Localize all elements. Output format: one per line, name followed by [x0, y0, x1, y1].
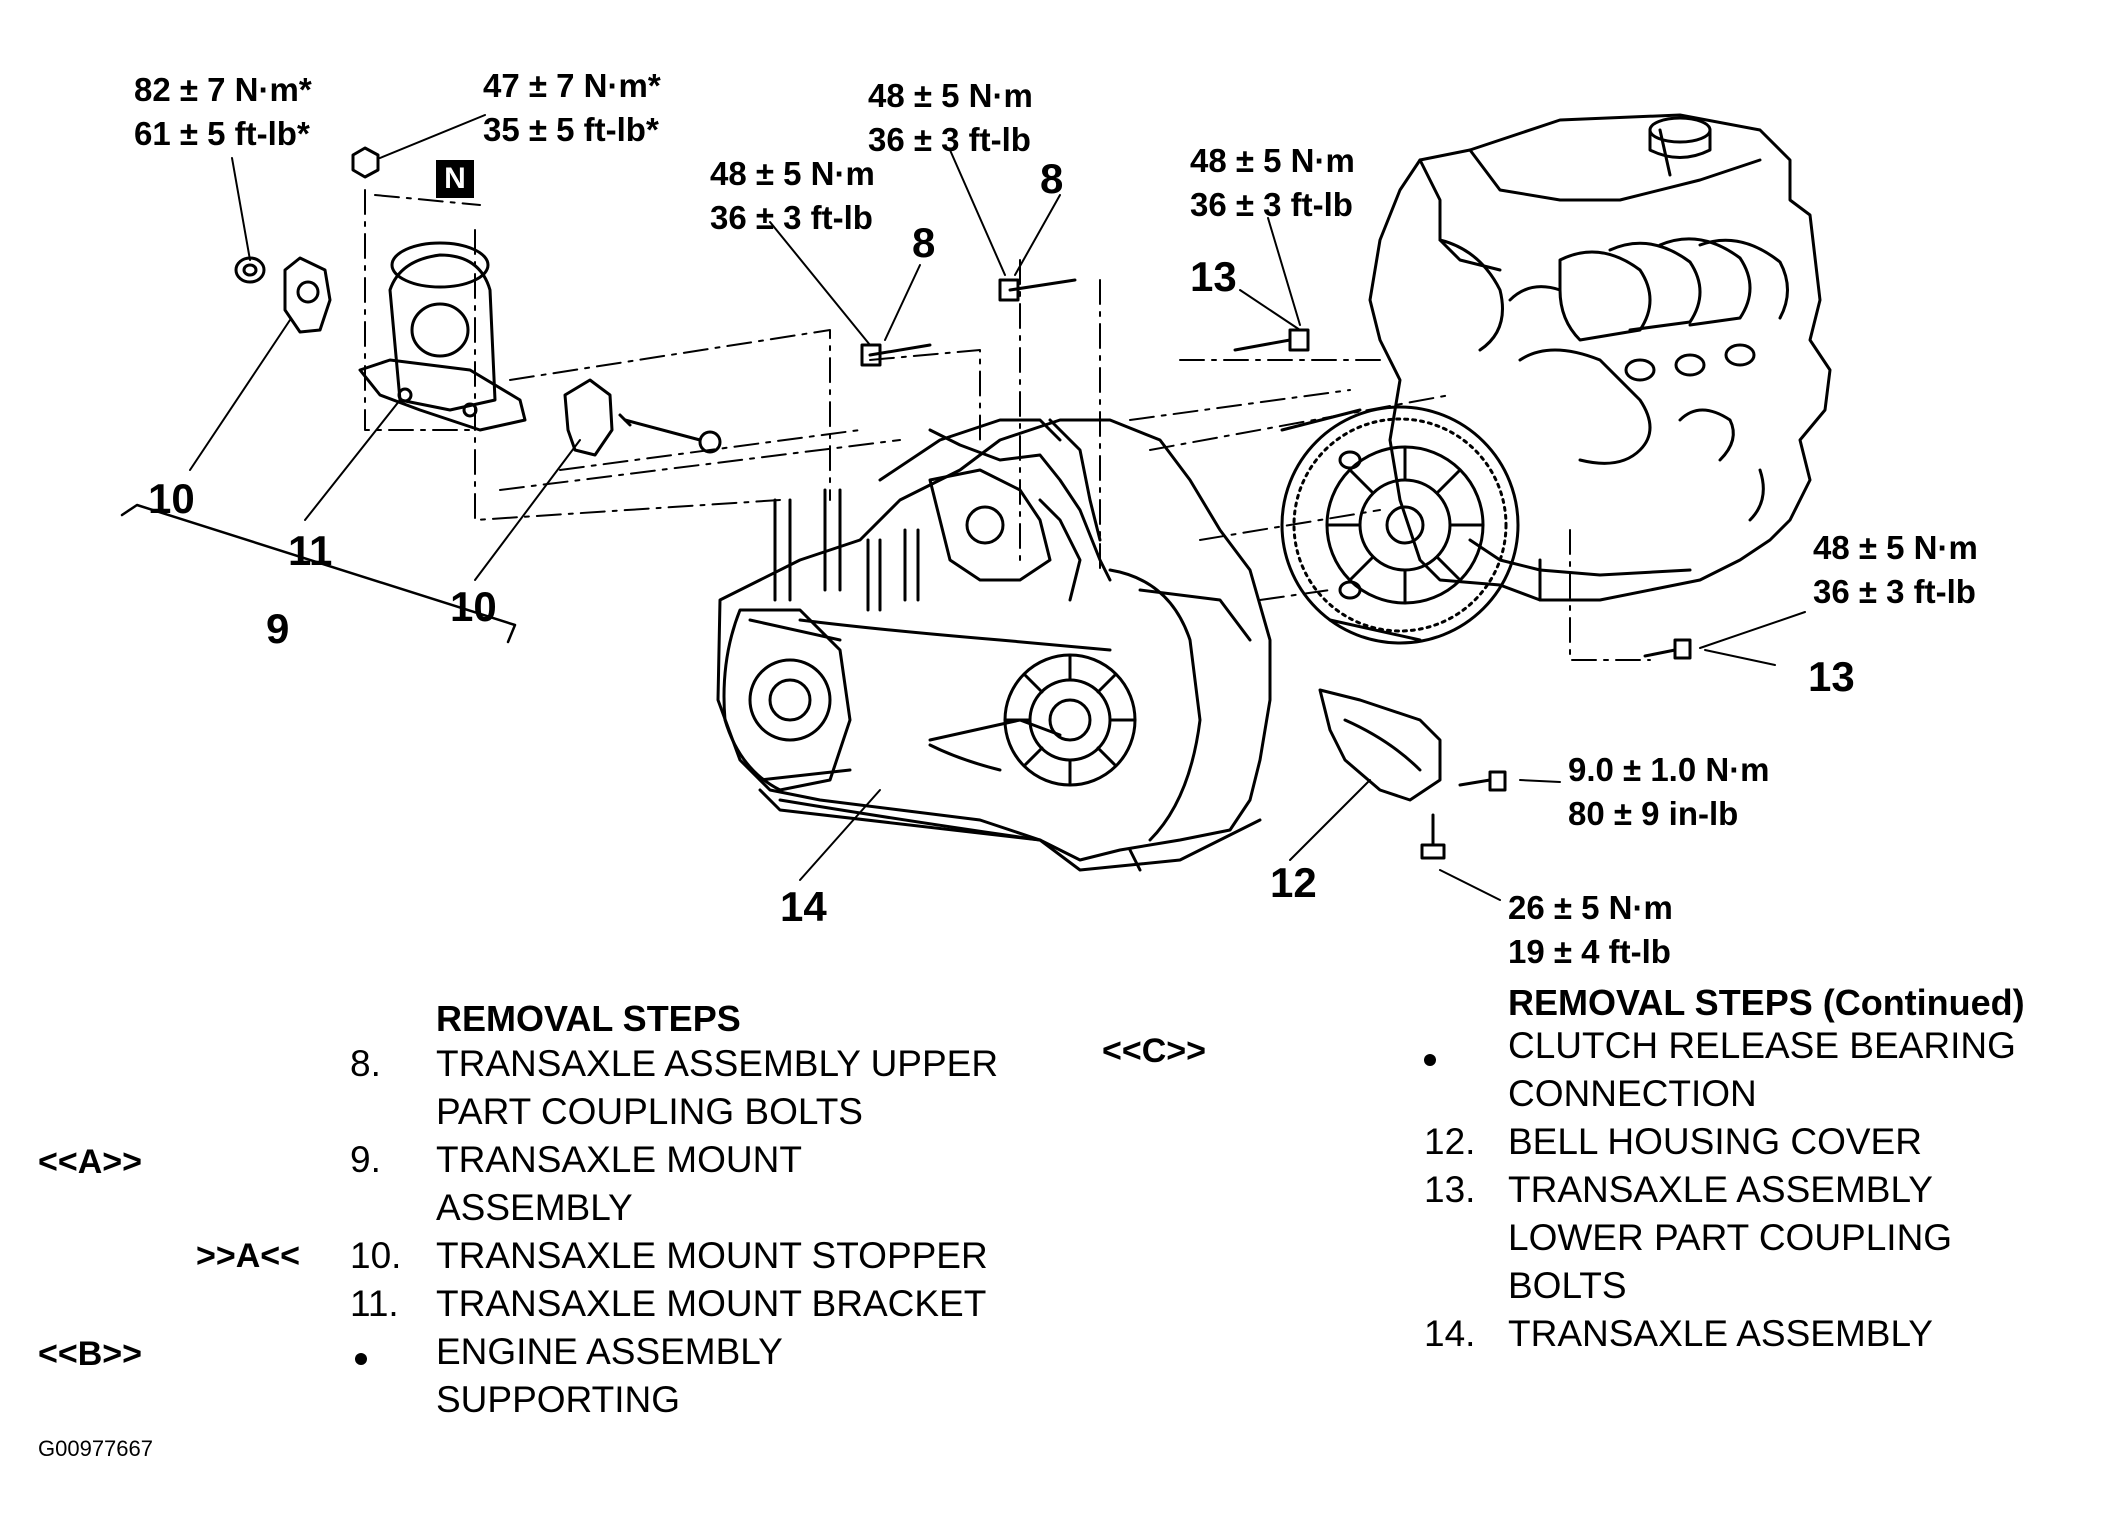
callout-11: 11 [288, 527, 333, 574]
torque-nm: 48 ± 5 N·m [1813, 529, 1978, 566]
procedure-marker: <<A>> [38, 1143, 142, 1181]
step-number: 13. [1424, 1169, 1476, 1210]
step-line: TRANSAXLE ASSEMBLY [1508, 1169, 1933, 1210]
torque-ftlb: 36 ± 3 ft-lb [1190, 186, 1353, 223]
step-line: ENGINE ASSEMBLY [436, 1331, 783, 1372]
step-text: TRANSAXLE ASSEMBLY UPPER PART COUPLING B… [436, 1040, 998, 1136]
torque-nm: 47 ± 7 N·m* [483, 67, 661, 104]
step-line: CLUTCH RELEASE BEARING [1508, 1025, 2016, 1066]
step-text: CLUTCH RELEASE BEARING CONNECTION [1508, 1022, 2016, 1118]
step-number: 9. [350, 1139, 381, 1180]
bullet-icon [1424, 1054, 1436, 1066]
torque-nm: 48 ± 5 N·m [1190, 142, 1355, 179]
engine-block-drawing [1368, 113, 1832, 602]
callout-10-upper: 10 [148, 475, 195, 522]
step-text: TRANSAXLE MOUNT STOPPER [436, 1232, 988, 1280]
torque-label-cover-bolt: 9.0 ± 1.0 N·m 80 ± 9 in-lb [1568, 748, 1770, 836]
step-number: 10. [350, 1235, 402, 1276]
torque-nm: 9.0 ± 1.0 N·m [1568, 751, 1770, 788]
procedure-marker: >>A<< [196, 1237, 300, 1275]
bullet-icon [355, 1353, 367, 1365]
torque-label-upper-bolt-b: 48 ± 5 N·m 36 ± 3 ft-lb [868, 74, 1033, 162]
torque-label-lower-bolt-lower: 48 ± 5 N·m 36 ± 3 ft-lb [1813, 526, 1978, 614]
step-line: TRANSAXLE MOUNT BRACKET [436, 1283, 987, 1324]
torque-inlb: 80 ± 9 in-lb [1568, 795, 1739, 832]
torque-label-mount-nut: 47 ± 7 N·m* 35 ± 5 ft-lb* [483, 64, 661, 152]
step-line: CONNECTION [1508, 1073, 1757, 1114]
step-text: TRANSAXLE MOUNT BRACKET [436, 1280, 986, 1328]
transaxle-case-drawing [716, 418, 1272, 872]
torque-label-stopper-nut: 82 ± 7 N·m* 61 ± 5 ft-lb* [134, 68, 312, 156]
step-text: BELL HOUSING COVER [1508, 1118, 1922, 1166]
step-line: LOWER PART COUPLING [1508, 1217, 1953, 1258]
leader-lines [189, 114, 1806, 901]
step-line: TRANSAXLE ASSEMBLY [1508, 1313, 1933, 1354]
removal-steps-continued-heading: REMOVAL STEPS (Continued) [1508, 982, 2025, 1023]
torque-nm: 48 ± 5 N·m [710, 155, 875, 192]
torque-label-upper-bolt-a: 48 ± 5 N·m 36 ± 3 ft-lb [710, 152, 875, 240]
callout-8-lower: 8 [912, 219, 936, 266]
step-text: TRANSAXLE MOUNT ASSEMBLY [436, 1136, 802, 1232]
torque-ftlb: 19 ± 4 ft-lb [1508, 933, 1671, 970]
callout-9: 9 [266, 605, 290, 652]
step-line: TRANSAXLE MOUNT STOPPER [436, 1235, 988, 1276]
step-text: ENGINE ASSEMBLY SUPPORTING [436, 1328, 783, 1424]
callout-13-upper: 13 [1190, 253, 1237, 300]
torque-ftlb: 36 ± 3 ft-lb [1813, 573, 1976, 610]
callout-13-lower: 13 [1808, 653, 1855, 700]
step-text: TRANSAXLE ASSEMBLY [1508, 1310, 1933, 1358]
transaxle-mount-drawing [234, 146, 722, 457]
step-line: BELL HOUSING COVER [1508, 1121, 1922, 1162]
callout-10-lower: 10 [450, 583, 497, 630]
step-line: PART COUPLING BOLTS [436, 1091, 863, 1132]
torque-nm: 26 ± 5 N·m [1508, 889, 1673, 926]
step-line: TRANSAXLE ASSEMBLY UPPER [436, 1043, 999, 1084]
torque-ftlb: 36 ± 3 ft-lb [710, 199, 873, 236]
torque-ftlb: 35 ± 5 ft-lb* [483, 111, 659, 148]
assembly-lines [364, 189, 1651, 661]
torque-nm: 82 ± 7 N·m* [134, 71, 312, 108]
step-number: 8. [350, 1043, 381, 1084]
torque-label-cover-bolt-lower: 26 ± 5 N·m 19 ± 4 ft-lb [1508, 886, 1673, 974]
figure-code: G00977667 [38, 1436, 153, 1461]
step-text: TRANSAXLE ASSEMBLY LOWER PART COUPLING B… [1508, 1166, 1952, 1310]
new-part-badge: N [436, 160, 474, 198]
step-line: SUPPORTING [436, 1379, 680, 1420]
bolts-drawing [860, 278, 1692, 860]
callout-14: 14 [780, 883, 827, 930]
removal-steps-heading: REMOVAL STEPS [436, 998, 741, 1039]
torque-nm: 48 ± 5 N·m [868, 77, 1033, 114]
step-line: ASSEMBLY [436, 1187, 633, 1228]
torque-label-lower-bolt-upper: 48 ± 5 N·m 36 ± 3 ft-lb [1190, 139, 1355, 227]
step-line: BOLTS [1508, 1265, 1627, 1306]
procedure-marker: <<B>> [38, 1335, 142, 1373]
callout-8-upper: 8 [1040, 155, 1064, 202]
flywheel-drawing [1280, 405, 1520, 645]
step-number: 11. [350, 1283, 399, 1324]
procedure-marker: <<C>> [1102, 1032, 1206, 1070]
torque-ftlb: 36 ± 3 ft-lb [868, 121, 1031, 158]
step-number: 12. [1424, 1121, 1476, 1162]
step-line: TRANSAXLE MOUNT [436, 1139, 802, 1180]
step-number: 14. [1424, 1313, 1476, 1354]
callout-12: 12 [1270, 859, 1317, 906]
group-bracket-9 [120, 503, 517, 644]
torque-ftlb: 61 ± 5 ft-lb* [134, 115, 310, 152]
